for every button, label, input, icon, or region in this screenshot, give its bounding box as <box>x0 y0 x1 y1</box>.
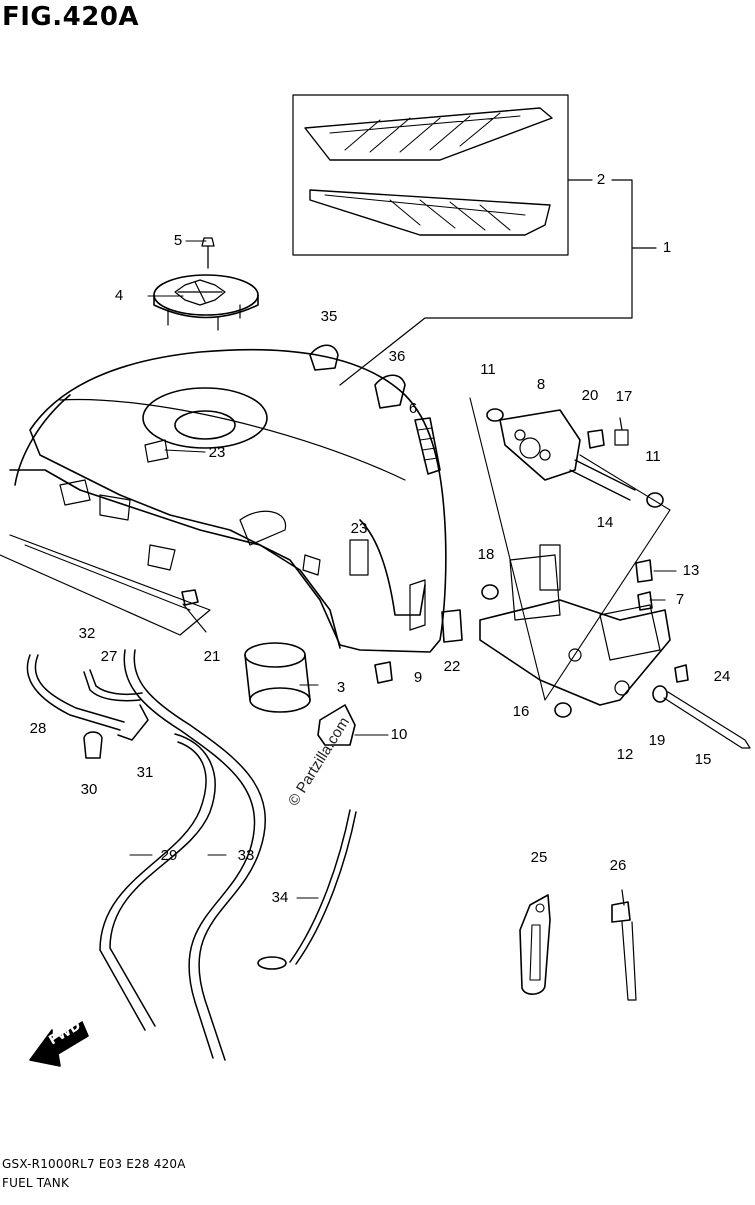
callout-33: 33 <box>237 847 255 864</box>
callout-34: 34 <box>271 889 289 906</box>
callout-31: 31 <box>136 764 154 781</box>
leader-lines-bracket <box>129 240 677 899</box>
callout-7: 7 <box>675 591 685 608</box>
footer-model-line: GSX-R1000RL7 E03 E28 420A <box>2 1157 186 1171</box>
callout-36: 36 <box>388 348 406 365</box>
callout-23-top: 23 <box>208 444 226 461</box>
callout-1: 1 <box>662 239 672 256</box>
callout-28: 28 <box>29 720 47 737</box>
callout-14: 14 <box>596 514 614 531</box>
cable-tie <box>611 889 637 1001</box>
callout-12: 12 <box>616 746 634 763</box>
callout-35: 35 <box>320 308 338 325</box>
callout-27: 27 <box>100 648 118 665</box>
fuel-cap-ring <box>153 237 259 331</box>
callout-30: 30 <box>80 781 98 798</box>
leader-lines-kit <box>339 179 657 386</box>
rubber-strap <box>519 894 551 995</box>
callout-21: 21 <box>203 648 221 665</box>
tank-bracket-assembly <box>469 397 751 749</box>
callout-17: 17 <box>615 388 633 405</box>
small-pads <box>309 344 441 475</box>
callout-5: 5 <box>173 232 183 249</box>
callout-11-top: 11 <box>480 361 496 378</box>
tank-pad-kit <box>292 94 569 256</box>
callout-3: 3 <box>336 679 346 696</box>
callout-26: 26 <box>609 857 627 874</box>
fuel-hoses <box>26 649 266 1061</box>
callout-9: 9 <box>413 669 423 686</box>
callout-13: 13 <box>682 562 700 579</box>
fuel-tank-body <box>0 348 447 653</box>
callout-19: 19 <box>648 732 666 749</box>
callout-25: 25 <box>530 849 548 866</box>
callout-8: 8 <box>536 376 546 393</box>
footer-part-name: FUEL TANK <box>2 1176 70 1190</box>
drain-tube <box>257 809 357 970</box>
callout-2: 2 <box>596 171 606 188</box>
figure-title: FIG.420A <box>2 2 140 32</box>
callout-4: 4 <box>114 287 124 304</box>
callout-15: 15 <box>694 751 712 768</box>
tank-small-parts <box>181 589 463 746</box>
callout-29: 29 <box>160 847 178 864</box>
callout-22: 22 <box>443 658 461 675</box>
callout-18: 18 <box>477 546 495 563</box>
callout-24: 24 <box>713 668 731 685</box>
callout-32: 32 <box>78 625 96 642</box>
callout-6: 6 <box>408 400 418 417</box>
callout-11-right: 11 <box>645 448 661 465</box>
callout-10: 10 <box>390 726 408 743</box>
callout-23-side: 23 <box>350 520 368 537</box>
fwd-arrow <box>29 1021 89 1067</box>
callout-16: 16 <box>512 703 530 720</box>
callout-20: 20 <box>581 387 599 404</box>
